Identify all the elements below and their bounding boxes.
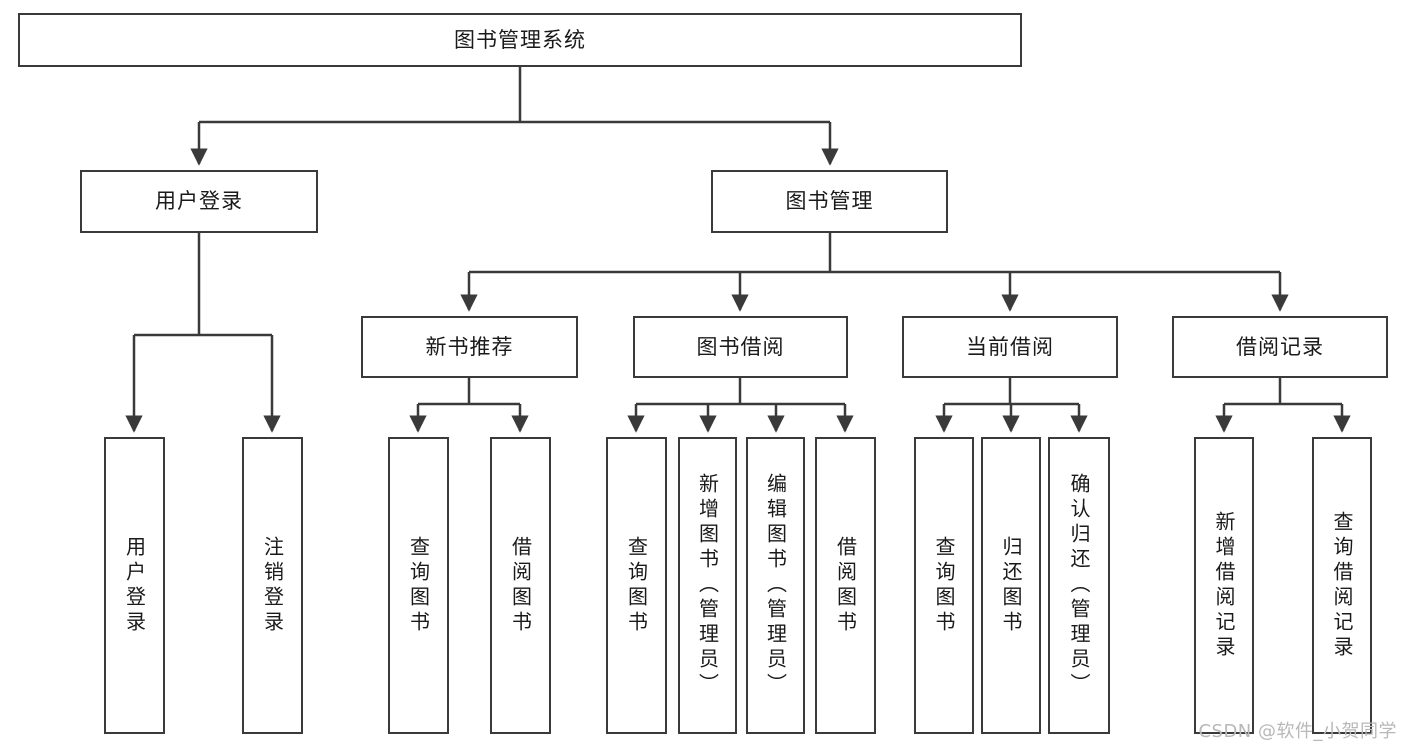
- leaf-record-add[interactable]: 新增借阅记录: [1194, 437, 1254, 734]
- node-root-label: 图书管理系统: [454, 27, 586, 52]
- leaf-label: 编辑图书（管理员）: [763, 473, 788, 698]
- leaf-label: 借阅图书: [833, 535, 858, 636]
- node-current-borrow[interactable]: 当前借阅: [902, 316, 1118, 378]
- leaf-label: 确认归还（管理员）: [1067, 473, 1091, 698]
- leaf-label: 用户登录: [122, 535, 147, 636]
- leaf-new-book-query[interactable]: 查询图书: [388, 437, 449, 734]
- node-new-book-recommend[interactable]: 新书推荐: [361, 316, 578, 378]
- leaf-label: 注销登录: [260, 535, 285, 636]
- leaf-current-return-book[interactable]: 归还图书: [981, 437, 1041, 734]
- node-current-borrow-label: 当前借阅: [966, 334, 1054, 359]
- leaf-user-login-signout[interactable]: 注销登录: [242, 437, 303, 734]
- node-book-borrow[interactable]: 图书借阅: [633, 316, 848, 378]
- leaf-label: 查询借阅记录: [1330, 510, 1354, 661]
- node-borrow-record[interactable]: 借阅记录: [1172, 316, 1388, 378]
- node-borrow-record-label: 借阅记录: [1236, 334, 1324, 359]
- leaf-record-query[interactable]: 查询借阅记录: [1312, 437, 1372, 734]
- node-user-login-label: 用户登录: [155, 189, 243, 214]
- leaf-new-book-borrow[interactable]: 借阅图书: [490, 437, 551, 734]
- node-root[interactable]: 图书管理系统: [18, 13, 1022, 67]
- leaf-label: 查询图书: [932, 535, 956, 636]
- node-book-management[interactable]: 图书管理: [711, 170, 948, 233]
- leaf-label: 新增借阅记录: [1212, 510, 1236, 661]
- leaf-user-login-signin[interactable]: 用户登录: [104, 437, 165, 734]
- leaf-label: 查询图书: [624, 535, 649, 636]
- leaf-label: 查询图书: [406, 535, 431, 636]
- leaf-borrow-query-book[interactable]: 查询图书: [606, 437, 667, 734]
- node-book-management-label: 图书管理: [785, 189, 874, 214]
- leaf-label: 借阅图书: [508, 535, 533, 636]
- node-new-book-recommend-label: 新书推荐: [425, 334, 514, 359]
- watermark-text: CSDN @软件_小贺同学: [1198, 721, 1397, 742]
- leaf-current-query-book[interactable]: 查询图书: [914, 437, 974, 734]
- leaf-borrow-borrow-book[interactable]: 借阅图书: [815, 437, 876, 734]
- node-book-borrow-label: 图书借阅: [696, 334, 785, 359]
- node-user-login[interactable]: 用户登录: [80, 170, 318, 233]
- leaf-borrow-add-book-admin[interactable]: 新增图书（管理员）: [678, 437, 737, 734]
- leaf-current-confirm-return-admin[interactable]: 确认归还（管理员）: [1048, 437, 1110, 734]
- leaf-label: 新增图书（管理员）: [695, 473, 720, 698]
- leaf-borrow-edit-book-admin[interactable]: 编辑图书（管理员）: [746, 437, 805, 734]
- leaf-label: 归还图书: [999, 535, 1023, 636]
